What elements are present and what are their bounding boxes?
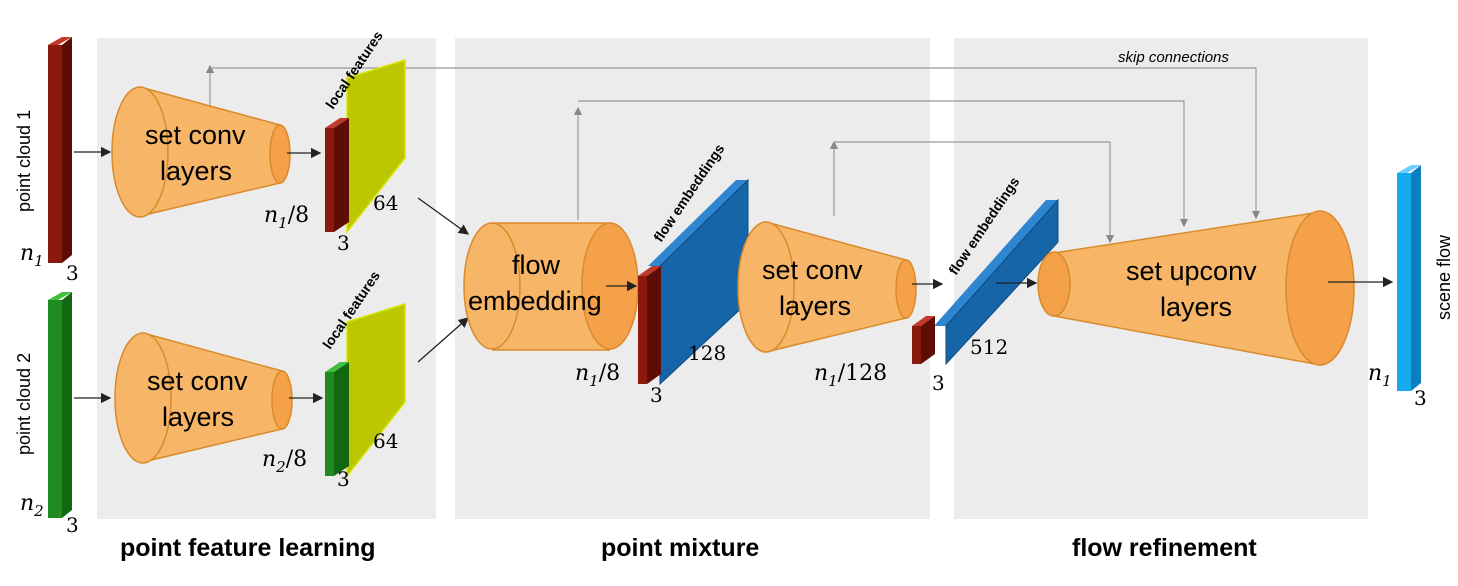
fe2-dim: 3 [932, 371, 945, 395]
scene-flow-label: scene flow [1434, 234, 1454, 320]
output-size: n1 [1368, 361, 1392, 390]
local-features-block-1 [325, 58, 406, 235]
set-conv-2-line1: set conv [147, 366, 248, 396]
point-cloud-1-bar [48, 37, 72, 263]
fe2-channels: 512 [970, 335, 1008, 359]
mix-arrows [417, 197, 470, 363]
set-conv-cone-1 [111, 86, 291, 218]
local-features-block-2 [325, 302, 406, 479]
section-title-feature-learning: point feature learning [120, 534, 376, 562]
fe1-dim: 3 [650, 383, 663, 407]
set-conv-3-line2: layers [779, 291, 851, 321]
set-conv-1-line1: set conv [145, 120, 246, 150]
lf1-channels: 64 [373, 191, 398, 215]
set-upconv-cone [1037, 210, 1355, 366]
n2-input-var: n2 [20, 491, 44, 520]
point-cloud-1-label: point cloud 1 [14, 110, 34, 212]
output-dim: 3 [1414, 386, 1427, 410]
set-conv-2-line2: layers [162, 402, 234, 432]
flow-embeddings-block-1 [638, 178, 749, 386]
skip-connections [205, 64, 1261, 244]
flow-embedding-line2: embedding [468, 286, 602, 316]
set-upconv-line2: layers [1160, 292, 1232, 322]
skip-connections-label: skip connections [1118, 49, 1229, 66]
set-upconv-line1: set upconv [1126, 256, 1257, 286]
input-arrows [74, 146, 112, 404]
set-conv-cone-3 [737, 221, 917, 353]
section-title-flow-refinement: flow refinement [1072, 534, 1257, 562]
lf2-size: n2/8 [262, 447, 307, 476]
input1-dim: 3 [66, 261, 79, 285]
lf1-dim: 3 [337, 231, 350, 255]
set-conv-3-line1: set conv [762, 255, 863, 285]
set-conv-1-line2: layers [160, 156, 232, 186]
scene-flow-bar [1397, 165, 1421, 391]
cone-out-arrows [287, 147, 324, 404]
n1-input-var: n1 [20, 241, 44, 270]
lf1-size: n1/8 [264, 203, 309, 232]
fe1-size: n1/8 [575, 361, 620, 390]
point-cloud-2-bar [48, 292, 72, 518]
input2-dim: 3 [66, 513, 79, 537]
section-title-point-mixture: point mixture [601, 534, 759, 562]
set-conv-cone-2 [114, 332, 293, 464]
point-cloud-2-label: point cloud 2 [14, 353, 34, 455]
lf2-channels: 64 [373, 429, 398, 453]
fe2-size: n1/128 [814, 361, 887, 390]
lf2-dim: 3 [337, 467, 350, 491]
flow-embedding-line1: flow [512, 250, 561, 280]
fe1-channels: 128 [688, 341, 726, 365]
flow-embeddings-block-2 [912, 198, 1059, 366]
